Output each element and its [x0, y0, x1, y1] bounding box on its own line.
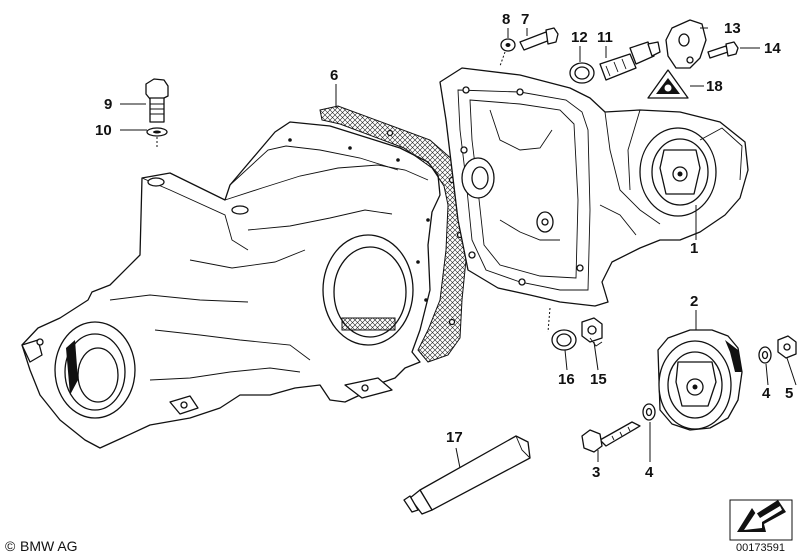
callout-5: 5 — [785, 385, 793, 402]
differential-housing[interactable] — [21, 121, 441, 449]
document-number: 00173591 — [736, 542, 785, 554]
copyright-symbol: © — [5, 538, 16, 554]
callout-1: 1 — [690, 240, 698, 257]
callout-11: 11 — [597, 29, 613, 46]
callout-15: 15 — [590, 371, 607, 388]
hex-bolt-3[interactable] — [581, 421, 641, 453]
hex-nut-5[interactable] — [777, 335, 797, 359]
rear-cover[interactable] — [439, 67, 749, 307]
footer: © BMW AG 00173591 — [5, 538, 785, 554]
seal-ring-16[interactable] — [551, 329, 577, 351]
callout-6: 6 — [330, 67, 338, 84]
hex-bolt-9[interactable] — [145, 78, 169, 123]
callout-4-lower: 4 — [645, 464, 654, 481]
sealant-tube-17[interactable] — [403, 435, 531, 515]
bolt-14[interactable] — [707, 41, 739, 59]
washer-4-upper[interactable] — [758, 346, 772, 364]
callout-14: 14 — [764, 40, 781, 57]
o-ring-12[interactable] — [569, 62, 595, 84]
callout-labels: 1 2 3 4 4 5 6 7 8 9 10 11 12 13 14 15 16… — [95, 11, 793, 481]
cover-plate-13[interactable] — [665, 19, 707, 69]
leader-lines — [120, 27, 797, 469]
rubber-mount[interactable] — [657, 329, 743, 431]
arrow-nav-icon[interactable] — [729, 499, 793, 541]
callout-18: 18 — [706, 78, 723, 95]
callout-10: 10 — [95, 122, 112, 139]
callout-2: 2 — [690, 293, 698, 310]
warning-triangle-icon — [647, 69, 689, 99]
washer-10[interactable] — [146, 127, 168, 137]
sensor-11[interactable] — [599, 41, 661, 81]
callout-9: 9 — [104, 96, 112, 113]
callout-7: 7 — [521, 11, 529, 28]
bolt-7[interactable] — [519, 27, 559, 51]
callout-4-upper: 4 — [762, 385, 771, 402]
drain-plug-15[interactable] — [581, 317, 603, 347]
callout-17: 17 — [446, 429, 463, 446]
brand-label: BMW AG — [20, 538, 78, 554]
callout-8: 8 — [502, 11, 510, 28]
callout-12: 12 — [571, 29, 588, 46]
callout-13: 13 — [724, 20, 741, 37]
washer-8[interactable] — [500, 38, 516, 52]
washer-4-lower[interactable] — [642, 403, 656, 421]
callout-16: 16 — [558, 371, 575, 388]
callout-3: 3 — [592, 464, 600, 481]
